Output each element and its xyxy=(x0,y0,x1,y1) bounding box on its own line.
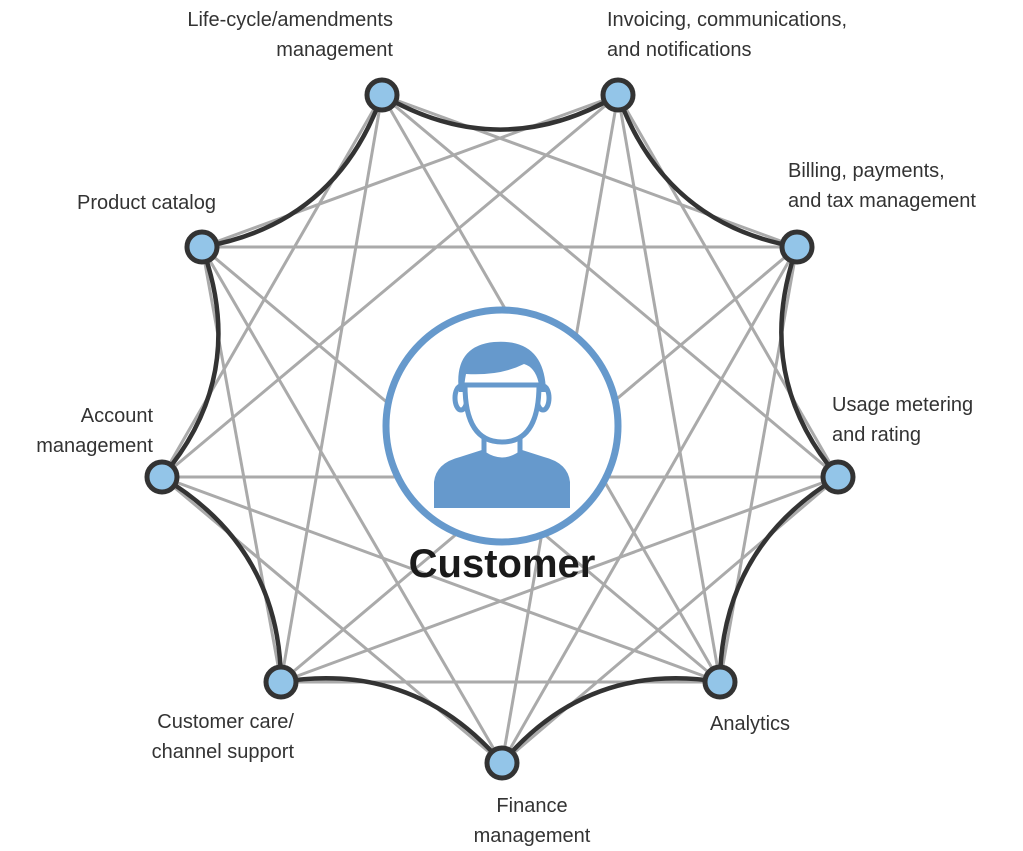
node-label-line: and tax management xyxy=(788,190,976,212)
node-label-line: channel support xyxy=(151,741,294,763)
customer-avatar-icon xyxy=(434,341,570,508)
node-label-analytics: Analytics xyxy=(710,709,790,739)
connection-line-analytics-account xyxy=(161,475,721,684)
connection-line-customer-care-product-catalog xyxy=(200,246,283,683)
connection-line-usage-finance xyxy=(501,475,839,765)
connection-line-finance-account xyxy=(161,475,503,765)
capability-nodes xyxy=(144,77,856,781)
connection-line-finance-product-catalog xyxy=(200,246,504,764)
outer-arc-usage-analytics xyxy=(717,475,840,683)
node-label-line: Analytics xyxy=(710,713,791,735)
outer-arc-invoicing-billing xyxy=(615,94,798,250)
node-lifecycle xyxy=(364,77,400,113)
node-label-lifecycle: Life-cycle/amendments management xyxy=(187,5,393,65)
node-label-line: Account xyxy=(80,405,153,427)
node-label-account: Account management xyxy=(36,401,153,461)
outer-arc-lifecycle-invoicing xyxy=(380,93,620,132)
node-analytics xyxy=(702,664,738,700)
connection-line-lifecycle-usage xyxy=(381,93,839,479)
node-label-line: and rating xyxy=(832,424,921,446)
connection-line-customer-care-lifecycle xyxy=(279,94,384,683)
node-label-line: Invoicing, communications, xyxy=(607,9,848,31)
outer-arc-account-product-catalog xyxy=(160,246,221,479)
node-label-invoicing: Invoicing, communications, and notificati… xyxy=(607,5,847,65)
customer-hub: Customer xyxy=(382,306,622,586)
node-label-line: Billing, payments, xyxy=(788,160,945,182)
connection-line-account-invoicing xyxy=(161,93,619,479)
node-label-line: management xyxy=(276,39,393,61)
outer-arc-billing-usage xyxy=(779,246,840,479)
connection-line-product-catalog-invoicing xyxy=(201,93,619,249)
node-account xyxy=(144,459,180,495)
node-label-product-catalog: Product catalog xyxy=(77,188,216,218)
customer-title: Customer xyxy=(409,542,596,586)
node-usage xyxy=(820,459,856,495)
node-label-line: Customer care/ xyxy=(157,711,294,733)
node-label-finance: Finance management xyxy=(474,791,591,851)
node-label-usage: Usage metering and rating xyxy=(832,390,973,450)
node-label-billing: Billing, payments, and tax management xyxy=(788,156,976,216)
node-invoicing xyxy=(600,77,636,113)
connection-line-invoicing-analytics xyxy=(616,94,722,683)
node-label-line: Usage metering xyxy=(832,394,974,416)
node-finance xyxy=(484,745,520,781)
node-label-line: and notifications xyxy=(607,39,752,61)
node-label-line: management xyxy=(36,435,153,457)
connection-line-usage-customer-care xyxy=(280,475,839,684)
connection-line-billing-finance xyxy=(500,246,799,764)
node-label-line: Finance xyxy=(496,795,568,817)
node-label-line: management xyxy=(473,825,591,847)
inner-connection-lines xyxy=(160,93,840,765)
outer-arc-product-catalog-lifecycle xyxy=(201,94,385,250)
outer-arc-analytics-finance xyxy=(500,676,721,765)
outer-arc-customer-care-account xyxy=(160,475,284,683)
node-label-customer-care: Customer care/channel support xyxy=(152,707,294,767)
connection-line-lifecycle-billing xyxy=(381,93,798,249)
outer-connection-arcs xyxy=(160,93,840,765)
node-product-catalog xyxy=(184,229,220,265)
connection-line-account-lifecycle xyxy=(160,94,384,478)
outer-arc-finance-customer-care xyxy=(280,676,504,765)
connection-line-billing-analytics xyxy=(718,246,799,683)
node-billing xyxy=(779,229,815,265)
node-label-line: Life-cycle/amendments xyxy=(187,9,393,31)
connection-line-invoicing-usage xyxy=(616,94,840,478)
node-label-line: Product catalog xyxy=(77,192,216,214)
node-customer-care xyxy=(263,664,299,700)
